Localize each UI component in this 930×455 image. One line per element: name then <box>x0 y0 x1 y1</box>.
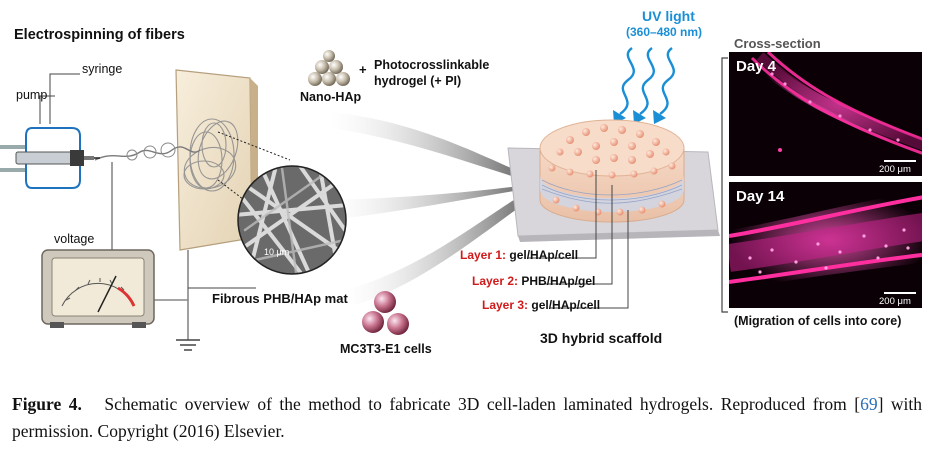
cells-icon <box>362 291 409 335</box>
day14-label: Day 14 <box>736 188 785 205</box>
layer-2-label: Layer 2: PHB/HAp/gel <box>472 274 596 288</box>
flow-arrow-hydrogel <box>330 112 545 188</box>
uv-label-line2: (360–480 nm) <box>626 25 703 39</box>
day14-panel <box>729 182 922 308</box>
day14-scale-label: 200 μm <box>879 296 911 307</box>
pump-label: pump <box>16 88 48 102</box>
syringe-label: syringe <box>82 62 123 76</box>
hydrogel-label-line2: hydrogel (+ PI) <box>374 74 462 88</box>
nano-hap-label: Nano-HAp <box>300 90 362 104</box>
fiber-jet <box>94 146 201 161</box>
layer1-leader <box>528 170 597 259</box>
electrospinning-title: Electrospinning of fibers <box>14 27 185 43</box>
figure-number: Figure 4. <box>12 394 82 414</box>
nano-hap-particles <box>308 50 350 86</box>
hydrogel-label-line1: Photocrosslinkable <box>374 58 490 72</box>
plus-sign: + <box>359 62 367 77</box>
layer-1-label: Layer 1: gel/HAp/cell <box>460 248 579 262</box>
uv-label-line1: UV light <box>642 8 695 24</box>
flow-arrow-mat <box>330 174 548 220</box>
layer-3-label: Layer 3: gel/HAp/cell <box>482 298 601 312</box>
layer3-leader <box>550 210 629 309</box>
day4-panel <box>729 52 922 176</box>
mat-label: Fibrous PHB/HAp mat <box>212 291 348 306</box>
cells-label: MC3T3-E1 cells <box>340 342 432 356</box>
voltmeter-icon <box>41 249 155 328</box>
layer2-leader <box>540 185 613 285</box>
reference-link[interactable]: 69 <box>860 394 878 414</box>
schematic-diagram <box>0 47 922 351</box>
day4-scale-label: 200 μm <box>879 164 911 175</box>
scaffold-label: 3D hybrid scaffold <box>540 330 663 346</box>
fiber-coil <box>183 118 239 192</box>
uv-light-icon <box>619 47 675 115</box>
cross-section-bracket <box>721 57 728 313</box>
voltage-label: voltage <box>54 232 95 246</box>
ground-icon <box>176 339 200 351</box>
migration-label: (Migration of cells into core) <box>734 314 902 328</box>
inset-scale-label: 10 μm <box>264 247 290 257</box>
cross-section-label: Cross-section <box>734 36 821 51</box>
figure-caption: Figure 4. Schematic overview of the meth… <box>12 394 923 441</box>
scaffold-disc <box>539 119 685 223</box>
sem-inset <box>237 165 347 275</box>
flow-arrow-cells <box>345 187 550 305</box>
day4-label: Day 4 <box>736 58 777 75</box>
wire-plate <box>170 250 189 301</box>
